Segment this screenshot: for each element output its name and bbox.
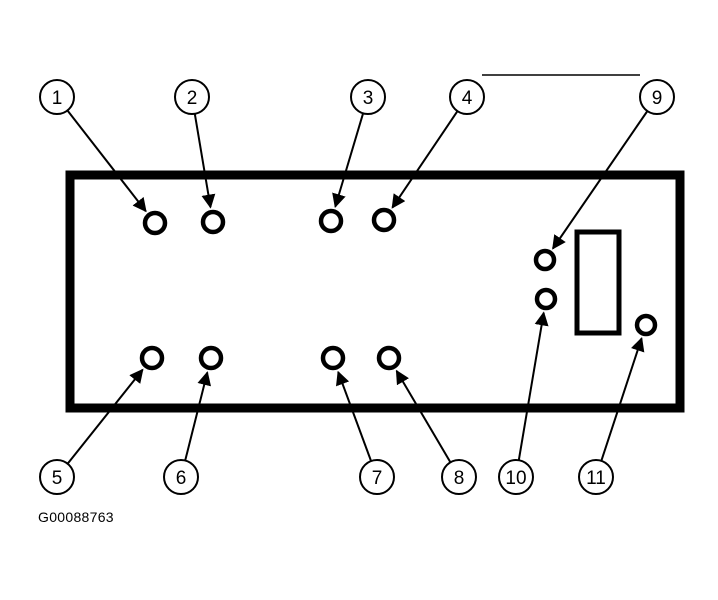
leader-line-4 bbox=[391, 110, 459, 209]
callout-label-9: 9 bbox=[652, 88, 663, 109]
callout-label-5: 5 bbox=[52, 468, 63, 489]
terminal-1 bbox=[142, 210, 168, 236]
terminal-5 bbox=[139, 345, 165, 371]
callout-bubble-1 bbox=[39, 79, 75, 115]
callout-bubble-3 bbox=[350, 79, 386, 115]
callout-bubble-6 bbox=[163, 459, 199, 495]
leader-line-8 bbox=[395, 369, 452, 463]
terminal-6 bbox=[198, 345, 224, 371]
figure-code: G00088763 bbox=[38, 509, 114, 525]
callout-label-1: 1 bbox=[52, 88, 63, 109]
leader-line-10 bbox=[517, 311, 549, 461]
callout-label-2: 2 bbox=[187, 88, 198, 109]
leader-line-2 bbox=[193, 113, 216, 209]
terminal-3 bbox=[318, 208, 344, 234]
leader-line-3 bbox=[332, 113, 365, 208]
terminal-10 bbox=[534, 287, 558, 311]
callout-bubble-10 bbox=[498, 459, 534, 495]
leader-line-9 bbox=[552, 110, 649, 250]
callout-bubble-8 bbox=[441, 459, 477, 495]
leader-line-11 bbox=[600, 336, 645, 462]
callout-label-4: 4 bbox=[462, 88, 473, 109]
callout-label-7: 7 bbox=[372, 468, 383, 489]
leader-line-6 bbox=[184, 371, 212, 461]
callout-bubble-4 bbox=[449, 79, 485, 115]
callout-label-10: 10 bbox=[505, 468, 526, 489]
callout-bubble-11 bbox=[578, 459, 614, 495]
callout-bubble-2 bbox=[174, 79, 210, 115]
leader-line-1 bbox=[66, 109, 147, 213]
terminal-8 bbox=[376, 345, 402, 371]
terminal-11 bbox=[634, 313, 658, 337]
callout-label-8: 8 bbox=[454, 468, 465, 489]
callout-bubble-9 bbox=[639, 79, 675, 115]
terminal-7 bbox=[320, 345, 346, 371]
callout-label-6: 6 bbox=[176, 468, 187, 489]
terminal-4 bbox=[371, 207, 397, 233]
callout-label-11: 11 bbox=[586, 468, 606, 489]
connector-body bbox=[65, 170, 685, 413]
connector-slot bbox=[574, 229, 622, 336]
terminal-9 bbox=[533, 248, 557, 272]
leader-line-7 bbox=[336, 370, 373, 462]
callout-label-3: 3 bbox=[363, 88, 374, 109]
callout-bubble-7 bbox=[359, 459, 395, 495]
callout-bubble-5 bbox=[39, 459, 75, 495]
terminal-2 bbox=[200, 209, 226, 235]
leader-line-5 bbox=[66, 368, 144, 465]
